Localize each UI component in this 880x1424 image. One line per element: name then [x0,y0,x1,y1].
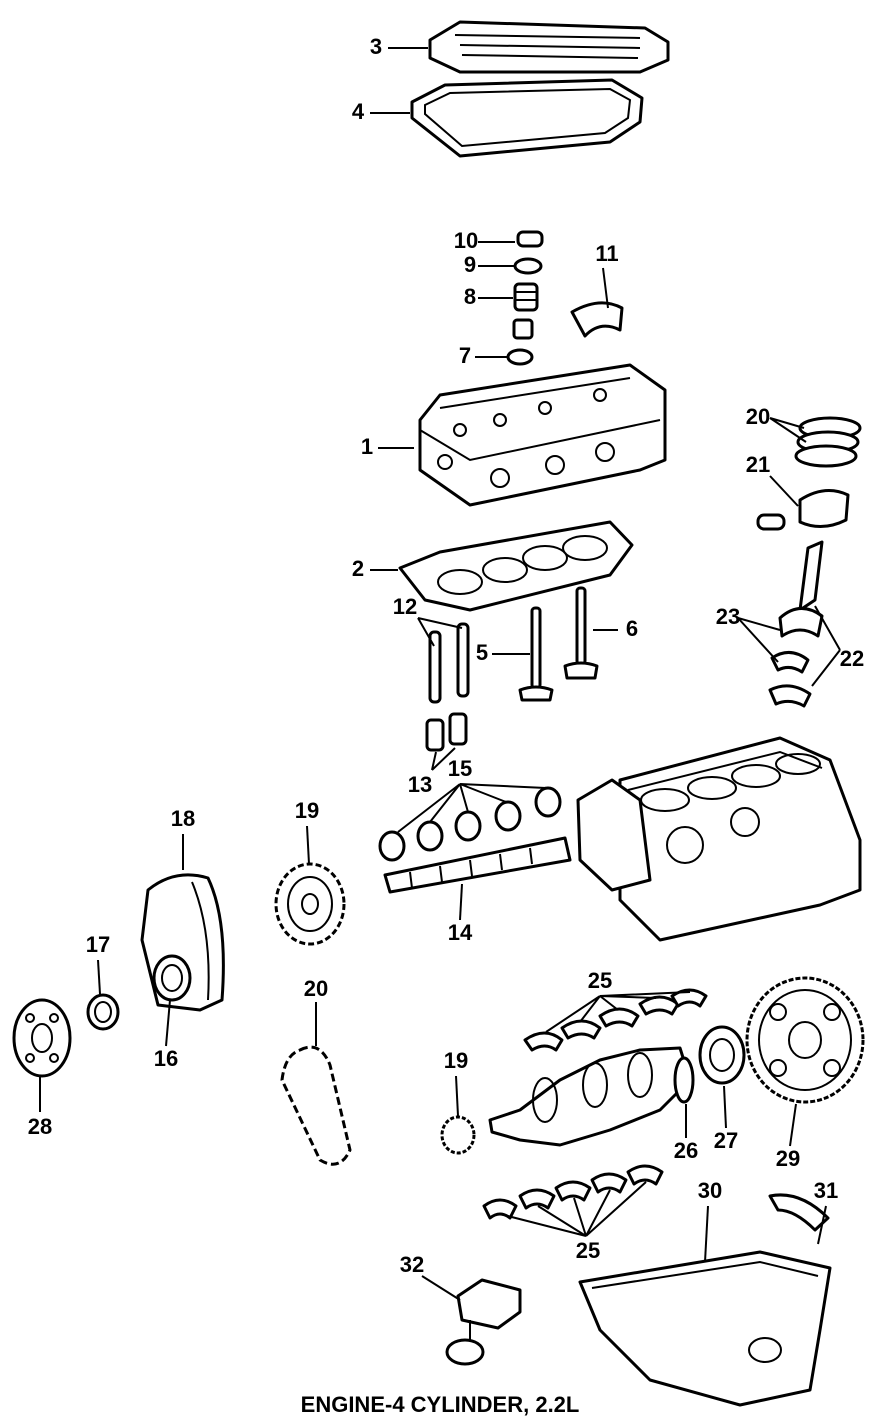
valve-cap-part [513,257,543,275]
callout-7: 7 [459,343,471,368]
callout-6: 6 [626,616,638,641]
piston-pin-part [756,513,786,531]
leader-lines [39,47,841,1301]
callout-25-lower: 25 [576,1238,600,1263]
callout-29: 29 [776,1146,800,1171]
callout-4: 4 [352,99,365,124]
diagram-caption: ENGINE-4 CYLINDER, 2.2L [300,1392,580,1417]
rear-bearing-part [673,1056,695,1104]
callout-26: 26 [674,1138,698,1163]
valve-cover-gasket-part [410,78,644,158]
callout-2: 2 [352,556,364,581]
callout-9: 9 [464,252,476,277]
exhaust-valve-part [563,586,599,680]
front-seal-part [152,954,192,1002]
head-gasket-part [398,520,634,612]
callout-19-lower: 19 [444,1048,468,1073]
crankshaft-part [488,1046,692,1147]
valve-spring-seat-part [506,348,534,366]
callout-8: 8 [464,284,476,309]
callout-23: 22 [840,646,864,671]
callout-1: 1 [361,434,373,459]
rod-bearing-part [768,651,812,708]
main-bearing-lower-part [482,1164,664,1220]
callout-24: 23 [716,604,740,629]
callout-17: 17 [86,932,110,957]
callout-14: 14 [448,920,473,945]
connecting-rod-part [778,540,824,638]
crankshaft-sprocket-part [440,1115,476,1155]
camshaft-part [383,836,572,894]
engine-mount-part [445,1278,522,1366]
oil-pan-part [578,1250,832,1407]
callout-11: 11 [595,241,618,266]
rear-main-seal-part [698,1025,746,1085]
callout-31: 31 [814,1178,838,1203]
oil-seal-part [86,993,120,1031]
callout-25-upper: 25 [588,968,612,993]
piston-rings-part [794,416,862,468]
crank-pulley-part [12,998,72,1078]
intake-valve-part [518,606,554,702]
callout-16: 16 [154,1046,178,1071]
callout-22: 21 [746,452,770,477]
valve-keeper-part [516,230,544,248]
rocker-arm-part [570,301,624,338]
callout-15: 15 [448,756,472,781]
callout-labels: 3 4 10 9 8 7 11 1 2 12 5 6 13 15 14 18 1… [28,34,864,1277]
pushrod-part [428,622,470,704]
cylinder-head-part [418,363,667,507]
valve-spring-part [513,282,539,312]
callout-32: 32 [400,1252,424,1277]
callout-28: 28 [28,1114,52,1139]
camshaft-sprocket-part [274,862,346,946]
callout-10: 10 [454,228,478,253]
valve-cover-part [428,20,670,74]
callout-12: 12 [393,594,417,619]
flexplate-part [745,976,865,1104]
cam-bearing-part [378,786,562,862]
piston-part [798,489,850,528]
callout-3: 3 [370,34,382,59]
main-bearing-upper-part [523,988,708,1052]
callout-5: 5 [476,640,488,665]
callout-21: 20 [746,404,770,429]
callout-27: 27 [714,1128,738,1153]
timing-chain-part [280,1045,352,1166]
valve-lifter-part [425,712,468,752]
callout-13: 13 [408,772,432,797]
callout-18: 18 [171,806,195,831]
callout-19-upper: 19 [295,798,319,823]
engine-block-part [576,736,862,942]
valve-seal-part [512,318,534,340]
callout-30: 30 [698,1178,722,1203]
callout-20: 20 [304,976,328,1001]
